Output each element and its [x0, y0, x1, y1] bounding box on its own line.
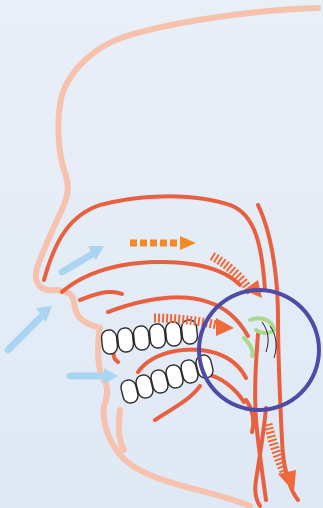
tooth: [165, 321, 182, 346]
tooth: [149, 323, 166, 348]
tooth: [117, 327, 134, 352]
tooth: [133, 325, 150, 350]
tooth: [101, 329, 118, 354]
